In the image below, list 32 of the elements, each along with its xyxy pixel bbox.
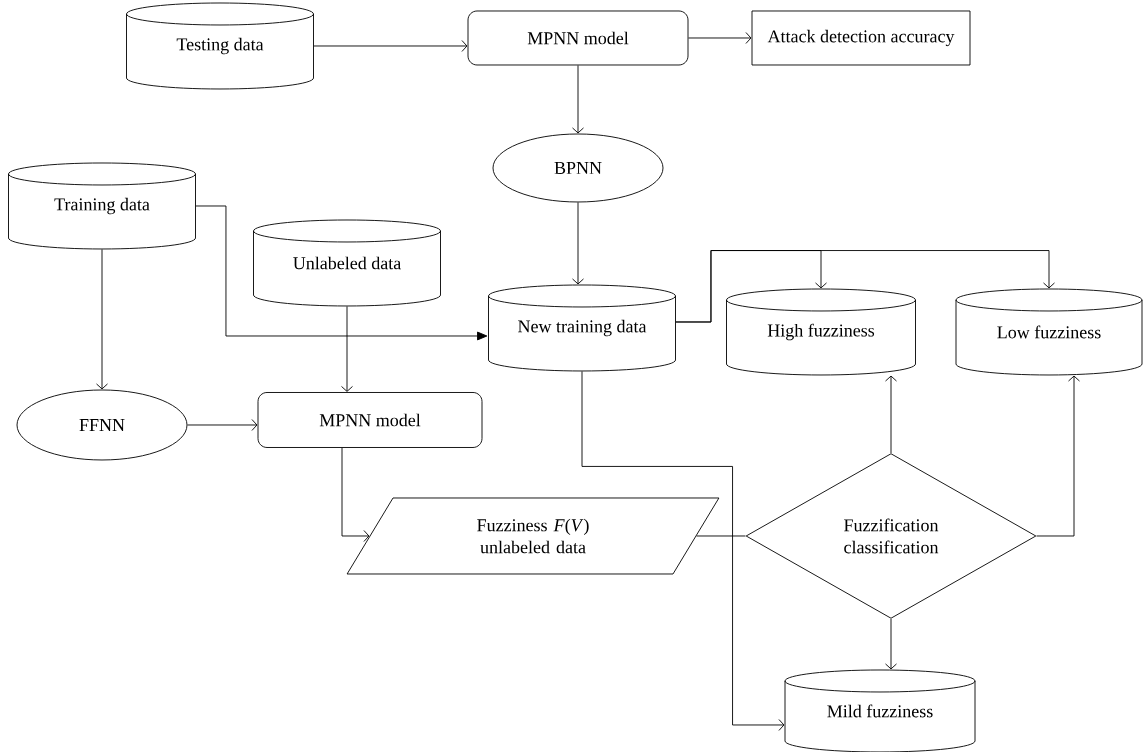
node-label: Mild fuzziness	[827, 704, 933, 718]
arrow	[341, 306, 353, 392]
arrow	[572, 202, 584, 285]
process-box: MPNN model	[257, 392, 483, 448]
database-cylinder: Training data	[8, 162, 196, 250]
arrow	[885, 375, 897, 454]
node-label: Low fuzziness	[997, 325, 1101, 339]
database-cylinder: Testing data	[126, 2, 314, 90]
node-label: New training data	[518, 319, 647, 337]
database-cylinder: Unlabeled data	[253, 219, 441, 307]
database-cylinder: New training data	[488, 284, 676, 372]
arrow	[187, 419, 258, 431]
arrow	[96, 249, 108, 390]
node-label: High fuzziness	[767, 323, 875, 341]
data-parallelogram: Fuzziness F(V) unlabeled data	[346, 497, 720, 575]
arrow	[1036, 375, 1080, 537]
arrow	[313, 40, 468, 52]
arrow	[341, 447, 370, 542]
node-label: Testing data	[176, 37, 264, 55]
database-cylinder: Mild fuzziness	[784, 669, 976, 752]
arrow	[572, 65, 584, 134]
database-cylinder: Low fuzziness	[955, 288, 1143, 376]
node-label: Unlabeled data	[293, 256, 402, 270]
node-label: Training data	[54, 197, 150, 215]
arrow	[688, 32, 752, 44]
arrow	[885, 618, 897, 670]
arrow	[195, 205, 488, 341]
arrow	[675, 250, 1055, 323]
output-box: Attack detection accuracy	[751, 10, 971, 66]
process-box: MPNN model	[467, 10, 689, 66]
arrow	[581, 371, 785, 731]
database-cylinder: High fuzziness	[726, 288, 916, 376]
